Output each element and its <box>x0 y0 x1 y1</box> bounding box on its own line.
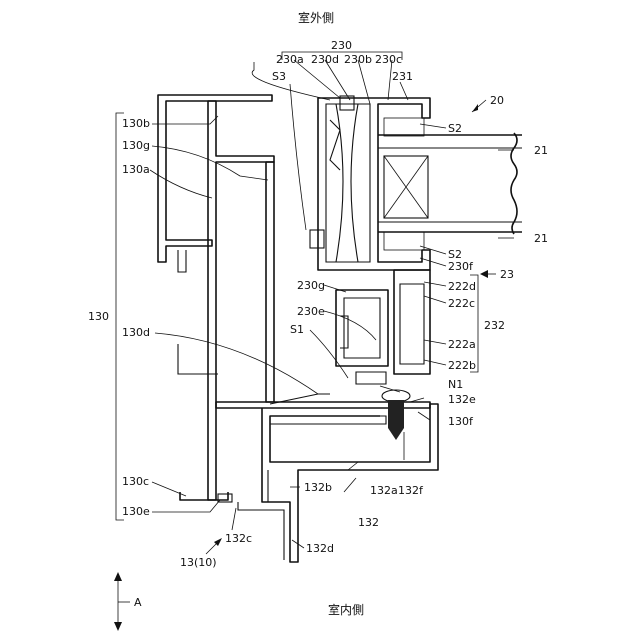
label-130: 130 <box>88 310 109 323</box>
direction-label: A <box>134 596 142 609</box>
glazing-bead-232 <box>336 270 430 384</box>
label-21-bottom: 21 <box>534 232 548 245</box>
label-230e: 230e <box>297 305 325 318</box>
label-132f: 132f <box>398 484 424 497</box>
label-222a: 222a <box>448 338 476 351</box>
screw-fastener-icon <box>382 390 410 440</box>
interior-side-label: 室内側 <box>328 602 364 617</box>
label-132d: 132d <box>306 542 334 555</box>
label-20: 20 <box>490 94 504 107</box>
label-132b: 132b <box>304 481 332 494</box>
sash-frame-230 <box>310 96 430 270</box>
label-130b: 130b <box>122 117 150 130</box>
label-230f: 230f <box>448 260 474 273</box>
label-13-10: 13(10) <box>180 556 217 569</box>
label-21-top: 21 <box>534 144 548 157</box>
label-230b: 230b <box>344 53 372 66</box>
label-s3: S3 <box>272 70 286 83</box>
direction-arrow-a <box>114 572 130 631</box>
label-130c: 130c <box>122 475 149 488</box>
label-222b: 222b <box>448 359 476 372</box>
label-230: 230 <box>331 39 352 52</box>
label-23: 23 <box>500 268 514 281</box>
label-132e: 132e <box>448 393 476 406</box>
label-222d: 222d <box>448 280 476 293</box>
exterior-side-label: 室外側 <box>298 10 334 25</box>
label-130a: 130a <box>122 163 150 176</box>
label-230d: 230d <box>311 53 339 66</box>
label-230g: 230g <box>297 279 325 292</box>
label-230c: 230c <box>375 53 402 66</box>
label-132a: 132a <box>370 484 398 497</box>
label-231: 231 <box>392 70 413 83</box>
label-222c: 222c <box>448 297 475 310</box>
label-132: 132 <box>358 516 379 529</box>
label-s2-top: S2 <box>448 122 462 135</box>
label-130e: 130e <box>122 505 150 518</box>
label-132c: 132c <box>225 532 252 545</box>
label-130f: 130f <box>448 415 474 428</box>
label-130g: 130g <box>122 139 150 152</box>
glass-unit-21 <box>378 118 522 250</box>
sill-132 <box>238 404 438 562</box>
label-s1: S1 <box>290 323 304 336</box>
label-232: 232 <box>484 319 505 332</box>
label-130d: 130d <box>122 326 150 339</box>
label-230a: 230a <box>276 53 304 66</box>
label-n1: N1 <box>448 378 463 391</box>
